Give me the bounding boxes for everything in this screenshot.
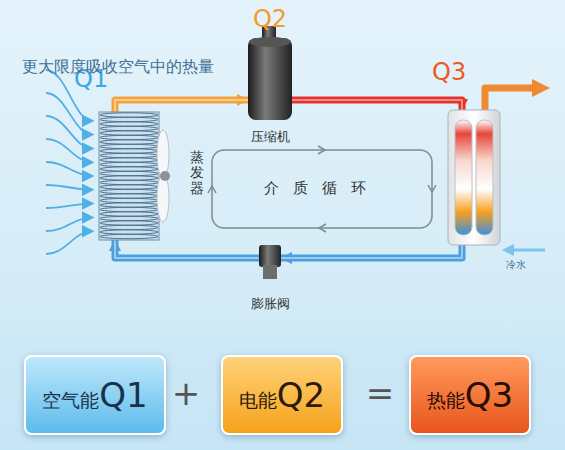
refrigerant-pipe — [292, 100, 462, 110]
compressor: Q2压缩机 — [248, 36, 292, 120]
airflow-arrow — [46, 217, 92, 231]
pipe-highlight — [292, 100, 462, 110]
pipe-line — [115, 100, 248, 112]
part-name: 压缩机 — [251, 128, 290, 146]
side-note: 更大限度吸收空气中的热量 — [22, 58, 38, 76]
part-name: Q1 — [99, 357, 147, 433]
part-name: 热能 — [427, 362, 465, 438]
loop-label: 介质循环 — [264, 179, 380, 198]
energy-box: 电能Q2 — [221, 355, 343, 435]
airflow-arrow — [46, 139, 92, 162]
refrigerant-pipe — [281, 245, 462, 258]
airflow-arrow — [46, 93, 92, 135]
compressor-drawing — [248, 36, 292, 120]
water-tank: Q3 — [448, 110, 500, 245]
operator-sign: = — [366, 373, 395, 413]
energy-symbol: Q3 — [432, 58, 466, 86]
part-name: Q2 — [277, 357, 325, 433]
part-name: Q3 — [465, 357, 513, 433]
water-tank-drawing — [448, 110, 500, 245]
evaporator: Q1蒸发器 — [98, 112, 160, 240]
part-name: 蒸发器 — [190, 150, 204, 196]
operator-sign: + — [172, 373, 201, 413]
pipe-highlight — [281, 245, 462, 258]
airflow-arrow — [46, 116, 92, 148]
pipe-line — [281, 245, 462, 258]
airflow-arrow — [46, 162, 92, 176]
part-name: 空气能 — [42, 362, 99, 438]
pipe-line — [292, 100, 462, 110]
airflow-arrow — [46, 204, 92, 208]
refrigerant-pipe — [115, 100, 248, 112]
energy-box: 热能Q3 — [409, 355, 531, 435]
expansion-valve: 膨胀阀 — [259, 245, 281, 279]
water-label: 冷水 — [506, 258, 526, 272]
pipe-line — [115, 240, 259, 258]
part-name: 电能 — [239, 362, 277, 438]
energy-symbol: Q1 — [74, 65, 108, 93]
airflow-arrow — [46, 231, 92, 254]
energy-symbol: Q2 — [253, 5, 287, 33]
energy-box: 空气能Q1 — [24, 355, 165, 435]
expansion-valve-drawing — [259, 245, 281, 279]
pipe-highlight — [115, 100, 248, 112]
refrigerant-pipe — [115, 240, 259, 258]
part-name: 膨胀阀 — [251, 295, 290, 313]
airflow-arrow — [46, 185, 92, 190]
pipe-highlight — [115, 240, 259, 258]
evaporator-drawing — [98, 112, 160, 240]
